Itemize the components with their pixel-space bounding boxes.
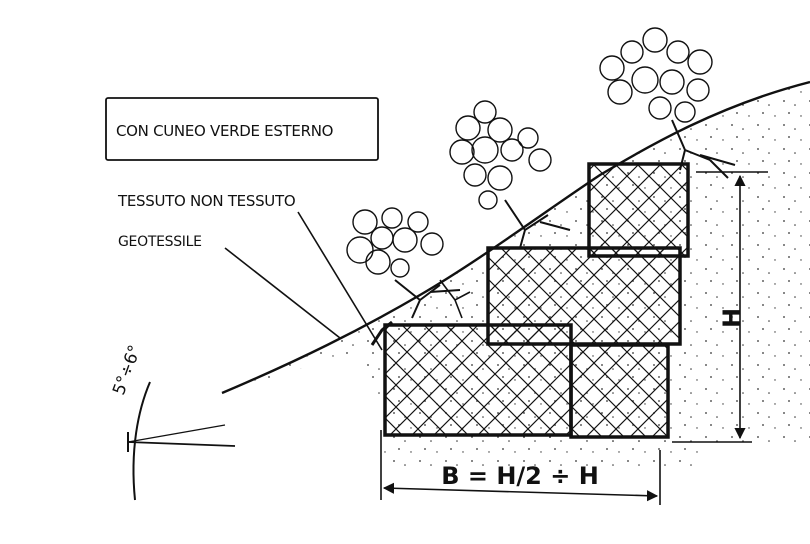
gabion-wall	[383, 162, 690, 439]
base-label: B = H/2 ÷ H	[441, 462, 599, 490]
geotextile-label: GEOTESSILE	[118, 234, 202, 250]
fabric-leader	[297, 211, 383, 351]
height-label: H	[718, 308, 746, 328]
angle-indicator	[127, 381, 236, 501]
front-soil	[380, 430, 700, 470]
geotextile-leader	[224, 247, 341, 339]
shrub-icon	[599, 27, 736, 179]
gabion-basket-top	[587, 162, 690, 258]
title-box-text: CON CUNEO VERDE ESTERNO	[116, 122, 333, 140]
title-box	[105, 97, 379, 161]
shrub-icon	[449, 100, 571, 249]
height-dimension	[672, 171, 768, 443]
angle-label: 5°÷6°	[109, 343, 145, 398]
shrub-icon	[346, 207, 461, 319]
shrub-icon	[439, 279, 471, 319]
slope-line	[221, 80, 810, 395]
gabion-basket-bottom-right	[569, 343, 670, 439]
base-dimension	[380, 430, 661, 505]
fabric-label: TESSUTO NON TESSUTO	[117, 192, 295, 210]
gabion-basket-middle	[486, 246, 682, 346]
